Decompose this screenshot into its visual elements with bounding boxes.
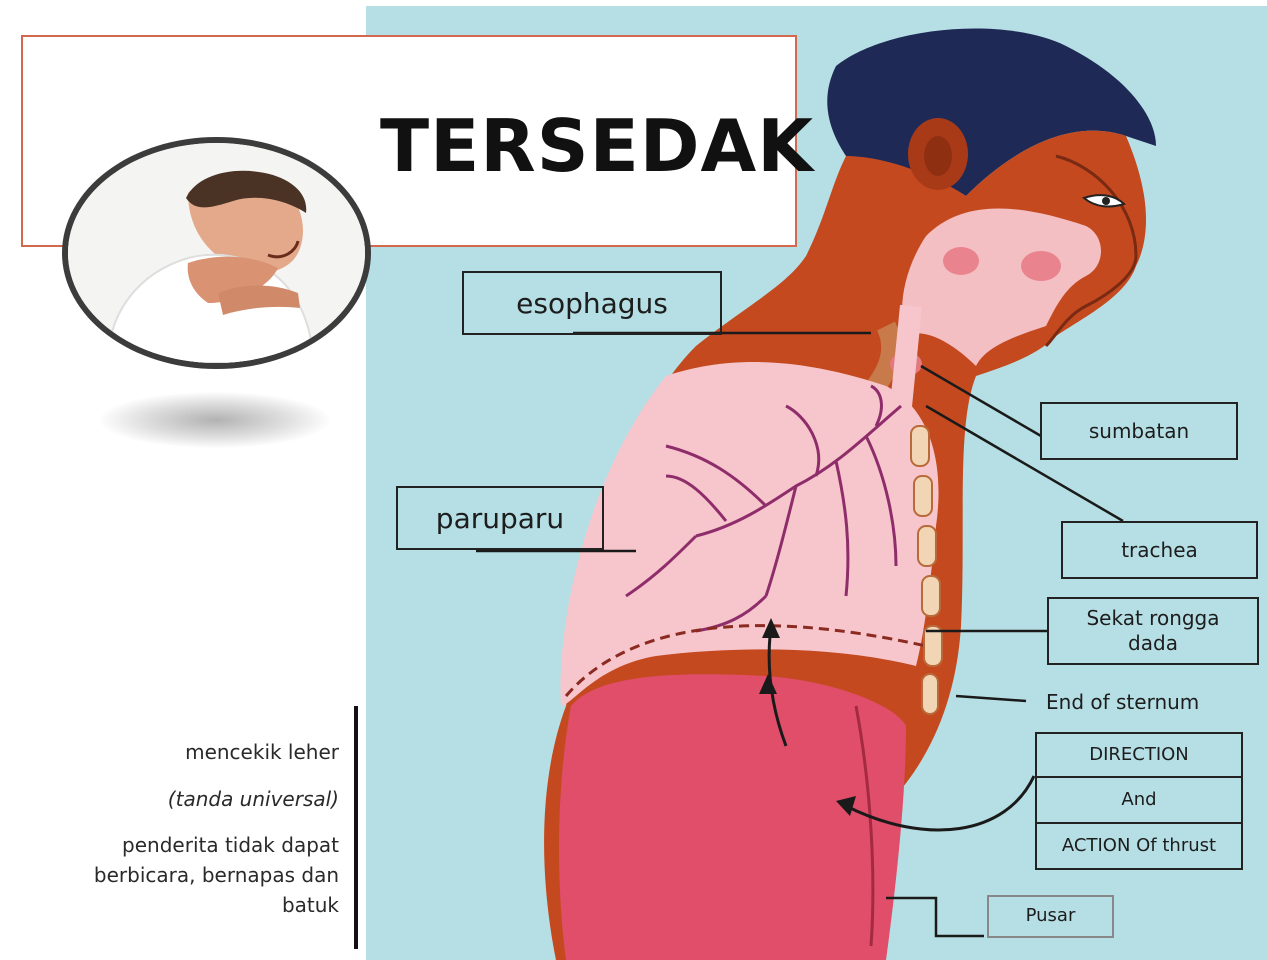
caption-tanda-universal: (tanda universal) xyxy=(168,784,339,814)
choking-person-photo xyxy=(62,137,371,369)
ear-inner xyxy=(924,136,952,176)
label-trachea-text: trachea xyxy=(1121,538,1198,563)
label-direction: DIRECTION xyxy=(1035,732,1243,778)
label-esophagus: esophagus xyxy=(462,271,722,335)
trachea-tube xyxy=(901,306,911,406)
caption-penderita-line2: berbicara, bernapas dan xyxy=(94,860,339,890)
caption-divider xyxy=(354,706,358,949)
label-direction-text: DIRECTION xyxy=(1089,744,1189,767)
label-pusar: Pusar xyxy=(987,895,1114,938)
label-sekat-rongga-dada: Sekat rongga dada xyxy=(1047,597,1259,665)
label-esophagus-text: esophagus xyxy=(516,286,668,321)
caption-mencekik-leher: mencekik leher xyxy=(185,737,339,767)
label-and-text: And xyxy=(1121,789,1156,812)
label-sumbatan-text: sumbatan xyxy=(1089,419,1189,444)
photo-shadow xyxy=(100,392,330,448)
label-paruparu: paruparu xyxy=(396,486,604,550)
caption-penderita-line1: penderita tidak dapat xyxy=(122,830,339,860)
label-sumbatan: sumbatan xyxy=(1040,402,1238,460)
label-end-of-sternum: End of sternum xyxy=(1046,690,1199,714)
label-trachea: trachea xyxy=(1061,521,1258,579)
stomach xyxy=(559,674,906,960)
choking-person-illustration xyxy=(68,143,365,363)
label-sekat-line2: dada xyxy=(1128,631,1178,656)
label-and: And xyxy=(1035,778,1243,824)
label-pusar-text: Pusar xyxy=(1026,905,1076,928)
label-action-text: ACTION Of thrust xyxy=(1062,835,1216,858)
caption-penderita-line3: batuk xyxy=(282,890,339,920)
label-paruparu-text: paruparu xyxy=(436,501,564,536)
label-sekat-line1: Sekat rongga xyxy=(1086,606,1219,631)
label-action: ACTION Of thrust xyxy=(1035,824,1243,870)
page-title: TERSEDAK xyxy=(380,104,814,188)
